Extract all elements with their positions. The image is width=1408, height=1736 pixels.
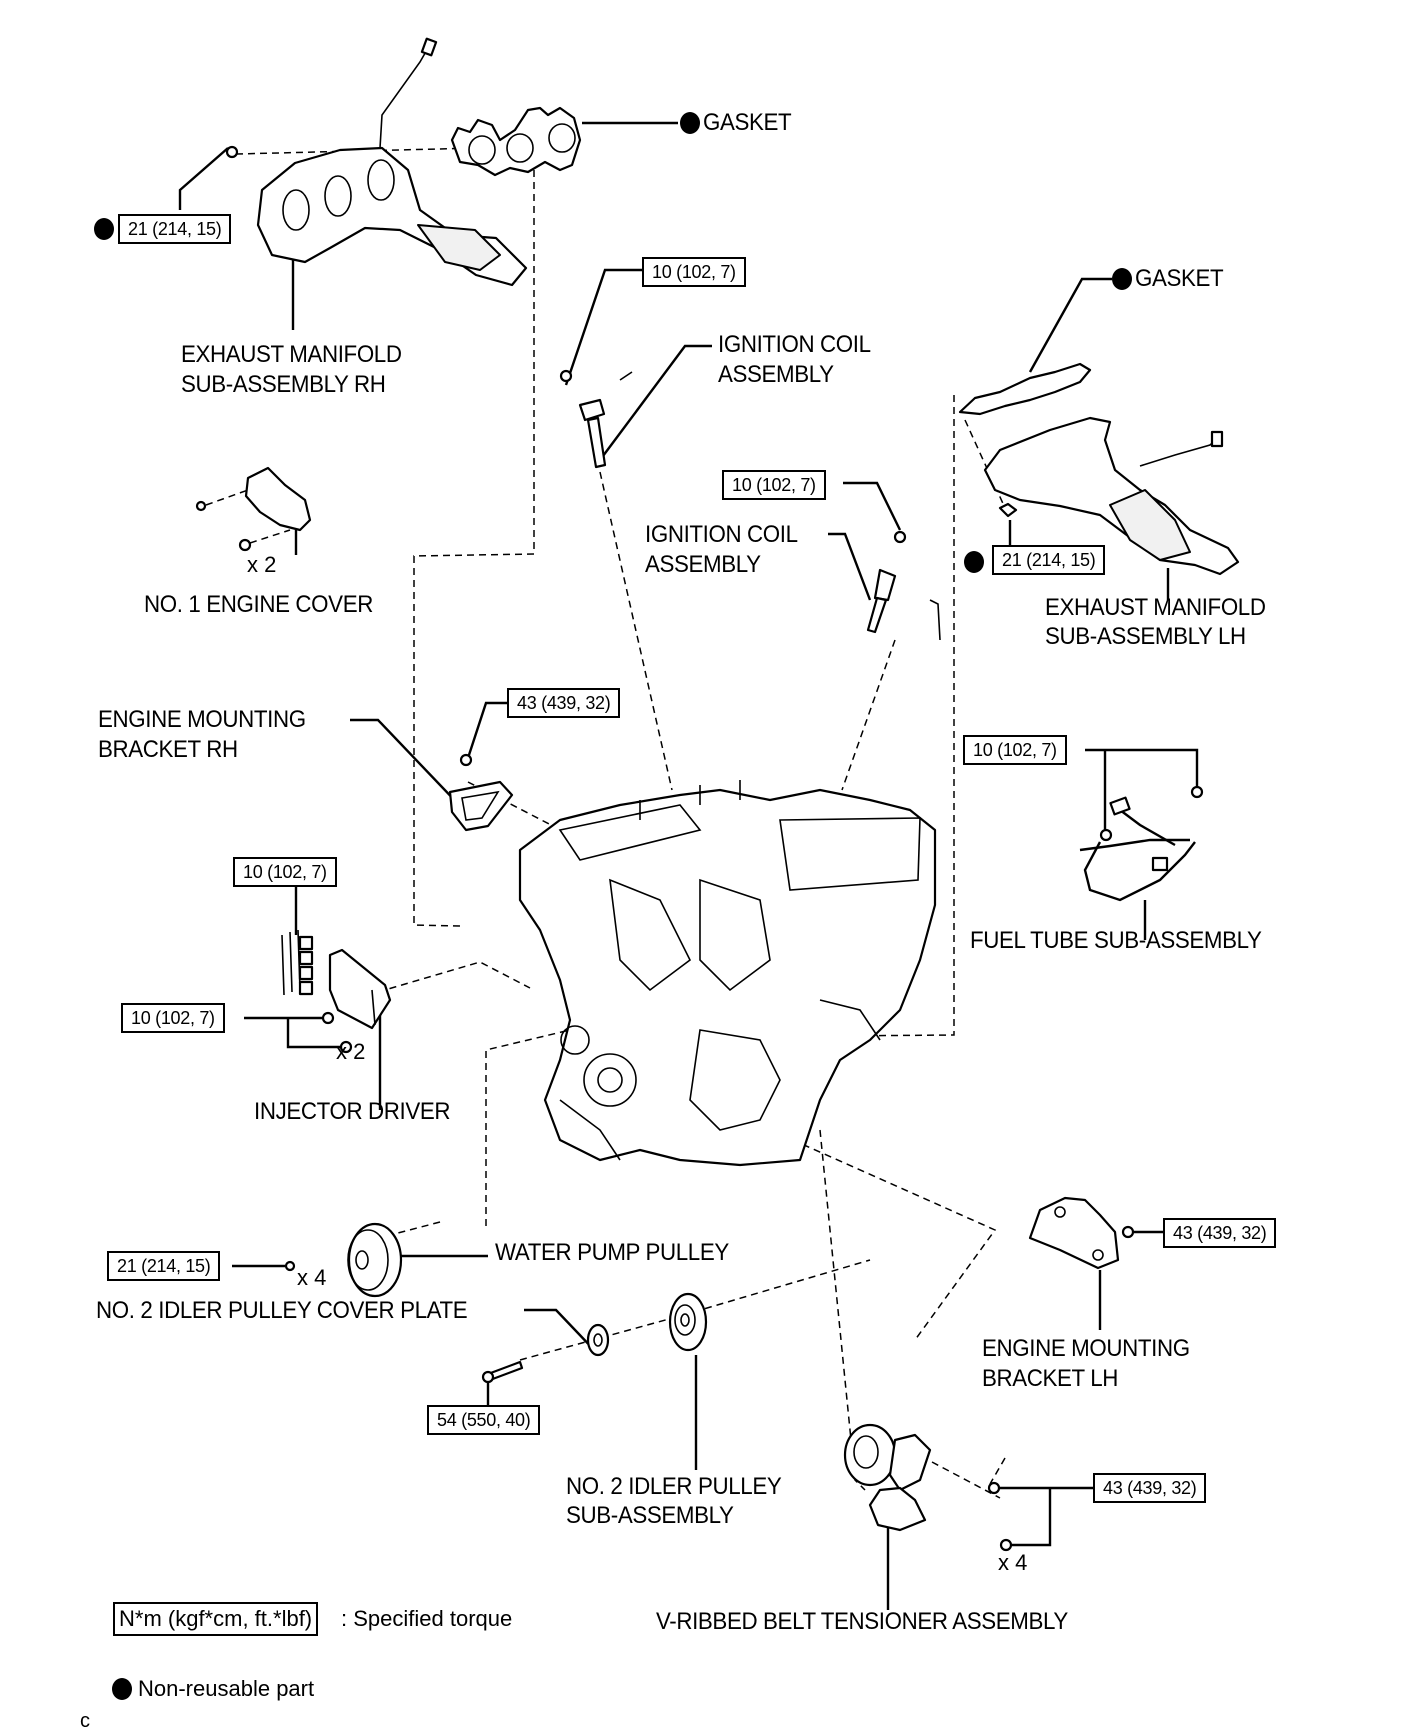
label-exhaust-manifold-lh-2: SUB-ASSEMBLY LH — [1045, 623, 1246, 650]
label-ignition-coil-2-2: ASSEMBLY — [645, 551, 761, 578]
label-gasket-rh: GASKET — [703, 109, 792, 136]
label-exhaust-manifold-rh-1: EXHAUST MANIFOLD — [181, 341, 402, 368]
qty-injector-driver: x 2 — [336, 1039, 366, 1064]
torque-bracket-rh-bolt: 43 (439, 32) — [507, 688, 621, 718]
torque-coil2-bolt: 10 (102, 7) — [722, 470, 826, 500]
label-idler-pulley-1: NO. 2 IDLER PULLEY — [566, 1473, 782, 1500]
belt-tensioner-drawing — [843, 1423, 1013, 1552]
label-fuel-tube: FUEL TUBE SUB-ASSEMBLY — [970, 927, 1262, 954]
mount-bracket-rh-drawing — [448, 753, 514, 832]
label-exhaust-manifold-lh-1: EXHAUST MANIFOLD — [1045, 594, 1266, 621]
torque-exhaust-lh-nut: 21 (214, 15) — [992, 545, 1106, 575]
qty-tensioner-bolt: x 4 — [998, 1550, 1028, 1575]
label-engine-cover: NO. 1 ENGINE COVER — [144, 591, 373, 618]
gasket-lh-drawing — [958, 362, 1092, 416]
torque-exhaust-rh-nut: 21 (214, 15) — [118, 214, 232, 244]
torque-bracket-lh-bolt: 43 (439, 32) — [1163, 1218, 1277, 1248]
label-ignition-coil-1-1: IGNITION COIL — [718, 331, 871, 358]
fuel-tube-drawing — [1079, 785, 1204, 902]
label-ignition-coil-1-2: ASSEMBLY — [718, 361, 834, 388]
label-belt-tensioner: V-RIBBED BELT TENSIONER ASSEMBLY — [656, 1608, 1068, 1635]
label-mount-bracket-rh-2: BRACKET RH — [98, 736, 238, 763]
label-mount-bracket-rh-1: ENGINE MOUNTING — [98, 706, 306, 733]
label-idler-pulley-2: SUB-ASSEMBLY — [566, 1502, 734, 1529]
exhaust-manifold-rh-drawing — [225, 37, 528, 287]
legend-torque-unit-box: N*m (kgf*cm, ft.*lbf) — [113, 1602, 319, 1636]
torque-water-pump-bolt: 21 (214, 15) — [107, 1251, 221, 1281]
engine-block-drawing — [518, 780, 937, 1167]
exhaust-manifold-lh-drawing — [983, 416, 1240, 576]
water-pump-pulley-drawing — [284, 1222, 403, 1298]
label-mount-bracket-lh-1: ENGINE MOUNTING — [982, 1335, 1190, 1362]
legend-torque-desc: : Specified torque — [341, 1606, 513, 1631]
legend-nonreusable-marker — [112, 1678, 132, 1700]
qty-engine-cover: x 2 — [247, 552, 277, 577]
idler-pulley-drawing — [481, 1292, 708, 1384]
engine-cover-drawing — [195, 466, 312, 552]
ignition-coil-2-drawing — [866, 530, 941, 641]
corner-mark: c — [80, 1710, 90, 1732]
label-water-pump-pulley: WATER PUMP PULLEY — [495, 1239, 729, 1266]
label-exhaust-manifold-rh-2: SUB-ASSEMBLY RH — [181, 371, 386, 398]
gasket-rh-drawing — [450, 106, 582, 177]
nonreusable-marker-gasket-lh — [1112, 268, 1132, 290]
injector-driver-drawing — [281, 929, 392, 1054]
mount-bracket-lh-drawing — [1028, 1196, 1135, 1270]
qty-water-pump-bolt: x 4 — [297, 1265, 327, 1290]
nonreusable-marker-exhaust-lh-nut — [964, 551, 984, 573]
nonreusable-marker-exhaust-rh-nut — [94, 218, 114, 240]
ignition-coil-1-drawing — [559, 369, 633, 469]
torque-fuel-tube-bolt: 10 (102, 7) — [963, 735, 1067, 765]
nonreusable-marker-gasket-rh — [680, 112, 700, 134]
label-mount-bracket-lh-2: BRACKET LH — [982, 1365, 1119, 1392]
torque-tensioner-bolt: 43 (439, 32) — [1093, 1473, 1207, 1503]
leader-lines — [178, 121, 1199, 1610]
label-injector-driver: INJECTOR DRIVER — [254, 1098, 451, 1125]
label-idler-cover-plate: NO. 2 IDLER PULLEY COVER PLATE — [96, 1297, 468, 1324]
legend-nonreusable-desc: Non-reusable part — [138, 1676, 315, 1701]
torque-idler-bolt: 54 (550, 40) — [427, 1405, 541, 1435]
torque-coil1-bolt: 10 (102, 7) — [642, 257, 746, 287]
torque-injector-bolt: 10 (102, 7) — [121, 1003, 225, 1033]
label-ignition-coil-2-1: IGNITION COIL — [645, 521, 798, 548]
label-gasket-lh: GASKET — [1135, 265, 1224, 292]
torque-injector-connector: 10 (102, 7) — [233, 857, 337, 887]
